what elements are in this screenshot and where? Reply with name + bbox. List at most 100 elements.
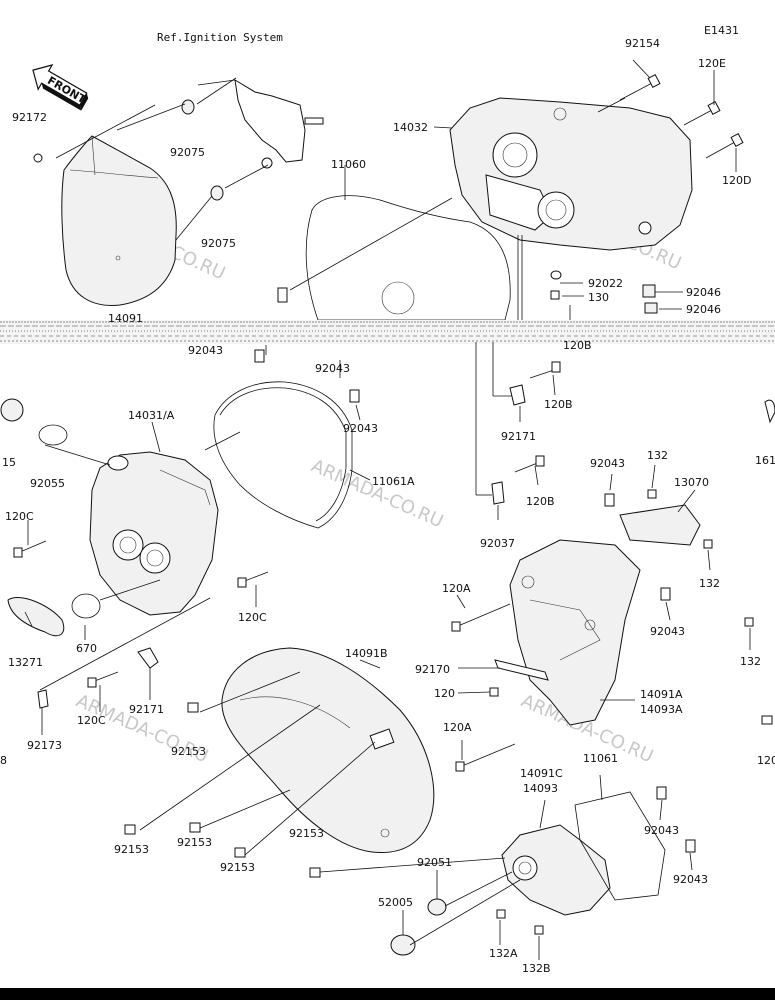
part-14032-cover bbox=[449, 97, 693, 251]
diagram-code: E1431 bbox=[704, 24, 739, 37]
dowel-92043-b bbox=[349, 389, 360, 403]
label-120C-a: 120C bbox=[5, 510, 34, 523]
label-11060: 11060 bbox=[331, 158, 366, 171]
part-14091B-cover bbox=[221, 647, 435, 854]
label-92043-c: 92043 bbox=[590, 457, 625, 470]
label-92037: 92037 bbox=[480, 537, 515, 550]
oring-92055 bbox=[38, 424, 68, 446]
label-92075-a: 92075 bbox=[170, 146, 205, 159]
front-arrow-icon: FRONT bbox=[32, 64, 88, 111]
label-132-c: 132 bbox=[740, 655, 761, 668]
part-14091C-cover bbox=[501, 824, 611, 916]
label-92154: 92154 bbox=[625, 37, 660, 50]
label-120B-cut: 120B bbox=[563, 339, 592, 352]
part-92022 bbox=[550, 270, 562, 280]
part-92075-grommet-a bbox=[181, 99, 195, 115]
label-92171-a: 92171 bbox=[501, 430, 536, 443]
clamp-92037 bbox=[491, 481, 505, 505]
label-132B: 132B bbox=[522, 962, 551, 975]
label-92051: 92051 bbox=[417, 856, 452, 869]
clamp-92173 bbox=[37, 689, 49, 709]
label-92173: 92173 bbox=[27, 739, 62, 752]
label-8: 8 bbox=[0, 754, 7, 767]
label-92043-gasket: 92043 bbox=[315, 362, 350, 375]
part-92046-a bbox=[642, 284, 656, 298]
dowel-92043-e bbox=[656, 786, 667, 800]
bolt-120C-c bbox=[87, 671, 119, 688]
label-14093A: 14093A bbox=[640, 703, 683, 716]
bolt-120B-a bbox=[529, 361, 561, 379]
bolt-120 bbox=[489, 687, 499, 697]
label-120D: 120D bbox=[722, 174, 751, 187]
label-92153-c: 92153 bbox=[177, 836, 212, 849]
label-120C-b: 120C bbox=[238, 611, 267, 624]
label-14091B: 14091B bbox=[345, 647, 388, 660]
label-130: 130 bbox=[588, 291, 609, 304]
page-split-band bbox=[0, 320, 775, 344]
label-161: 161 bbox=[755, 454, 775, 467]
label-11061A: 11061A bbox=[372, 475, 415, 488]
label-92075-b: 92075 bbox=[201, 237, 236, 250]
bolt-120A-b bbox=[455, 743, 516, 772]
label-132-a: 132 bbox=[647, 449, 668, 462]
bolt-120A-a bbox=[451, 603, 511, 632]
label-92043-e: 92043 bbox=[644, 824, 679, 837]
label-120-small: 120 bbox=[434, 687, 455, 700]
bolt-120B-b bbox=[514, 455, 545, 473]
label-120C-c: 120C bbox=[77, 714, 106, 727]
plate-13271 bbox=[7, 597, 65, 637]
part-14031A-cover bbox=[89, 451, 219, 616]
bolt-120D bbox=[705, 133, 744, 159]
clamp-92171-b bbox=[137, 647, 159, 669]
bottom-bar bbox=[0, 988, 775, 1000]
label-14031A: 14031/A bbox=[128, 409, 175, 422]
label-92043-f: 92043 bbox=[673, 873, 708, 886]
label-14093: 14093 bbox=[523, 782, 558, 795]
label-14091C: 14091C bbox=[520, 767, 563, 780]
clamp-92171-a bbox=[509, 384, 526, 406]
screws-92153 bbox=[124, 702, 321, 878]
dowel-92043-a bbox=[277, 287, 288, 303]
dowel-92043-f bbox=[685, 839, 696, 853]
dowel-92043-c bbox=[604, 493, 615, 507]
label-92153-d: 92153 bbox=[289, 827, 324, 840]
label-15: 15 bbox=[2, 456, 16, 469]
part-number-labels: 92154 120E 14032 120D 92172 92075 92075 … bbox=[0, 37, 775, 975]
gasket-11060-hole bbox=[381, 281, 415, 315]
label-13271: 13271 bbox=[8, 656, 43, 669]
bolt-132-c bbox=[744, 617, 754, 627]
label-13070: 13070 bbox=[674, 476, 709, 489]
gasket-11061 bbox=[574, 791, 666, 901]
label-670: 670 bbox=[76, 642, 97, 655]
bolt-120E bbox=[683, 101, 721, 126]
part-14091-cover bbox=[61, 135, 177, 306]
gasket-11060 bbox=[305, 195, 511, 321]
leader-lines-lower bbox=[24, 342, 751, 960]
gasket-11061A bbox=[213, 381, 353, 529]
label-92172: 92172 bbox=[12, 111, 47, 124]
label-92153-a: 92153 bbox=[171, 745, 206, 758]
bolt-120C-a bbox=[13, 540, 47, 558]
label-11061: 11061 bbox=[583, 752, 618, 765]
label-14032: 14032 bbox=[393, 121, 428, 134]
label-14091: 14091 bbox=[108, 312, 143, 325]
label-92170: 92170 bbox=[415, 663, 450, 676]
label-120A-a: 120A bbox=[442, 582, 471, 595]
gasket-11061A-inner bbox=[219, 387, 347, 522]
label-14091A: 14091A bbox=[640, 688, 683, 701]
label-92043-d: 92043 bbox=[650, 625, 685, 638]
label-120B-b: 120B bbox=[526, 495, 555, 508]
leader-lines-top bbox=[55, 59, 737, 320]
dowel-92043-top bbox=[254, 349, 265, 363]
label-92043-b: 92043 bbox=[343, 422, 378, 435]
bolt-132-a bbox=[647, 489, 657, 499]
label-92022: 92022 bbox=[588, 277, 623, 290]
label-92043-top: 92043 bbox=[188, 344, 223, 357]
bolt-120C-b bbox=[237, 571, 269, 588]
label-92153-e: 92153 bbox=[220, 861, 255, 874]
part-92170 bbox=[494, 659, 549, 681]
dowel-92043-d bbox=[660, 587, 671, 601]
bolt-132B bbox=[534, 925, 544, 935]
cap-15 bbox=[0, 398, 24, 422]
label-92046-a: 92046 bbox=[686, 286, 721, 299]
